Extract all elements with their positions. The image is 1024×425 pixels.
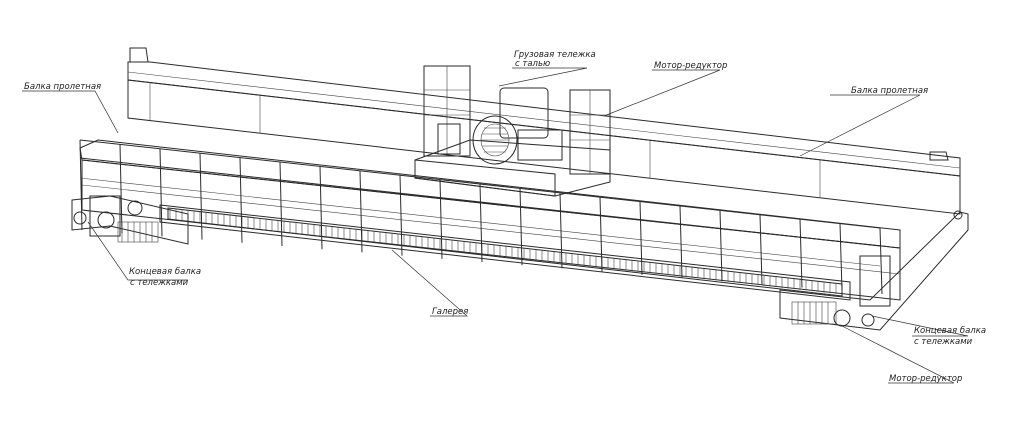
left-end-carriage	[71, 195, 189, 245]
label-group: Балка пролетная Грузовая тележка с талью…	[24, 50, 986, 384]
label-bridge-girder-left: Балка пролетная	[24, 82, 101, 92]
label-end-carriage-right-line1: Концевая балка	[914, 326, 986, 336]
label-trolley-line1: Грузовая тележка	[514, 50, 596, 60]
label-trolley-line2: с талью	[515, 59, 550, 69]
label-bridge-girder-right: Балка пролетная	[851, 86, 928, 96]
label-gallery: Галерея	[432, 307, 468, 317]
hoist-trolley	[414, 65, 611, 197]
label-motor-reducer-bottom: Мотор-редуктор	[889, 374, 962, 384]
gallery-walkway	[159, 204, 851, 301]
label-end-carriage-right-line2: с тележками	[914, 337, 973, 347]
rear-bridge-girder	[127, 47, 961, 215]
right-end-carriage	[779, 210, 969, 331]
handrail	[79, 139, 883, 295]
label-motor-reducer-top: Мотор-редуктор	[654, 61, 727, 71]
leader-lines	[22, 67, 969, 384]
front-bridge-girder	[79, 139, 901, 301]
label-end-carriage-left-line1: Концевая балка	[129, 267, 201, 277]
label-end-carriage-left-line2: с тележками	[130, 278, 189, 288]
